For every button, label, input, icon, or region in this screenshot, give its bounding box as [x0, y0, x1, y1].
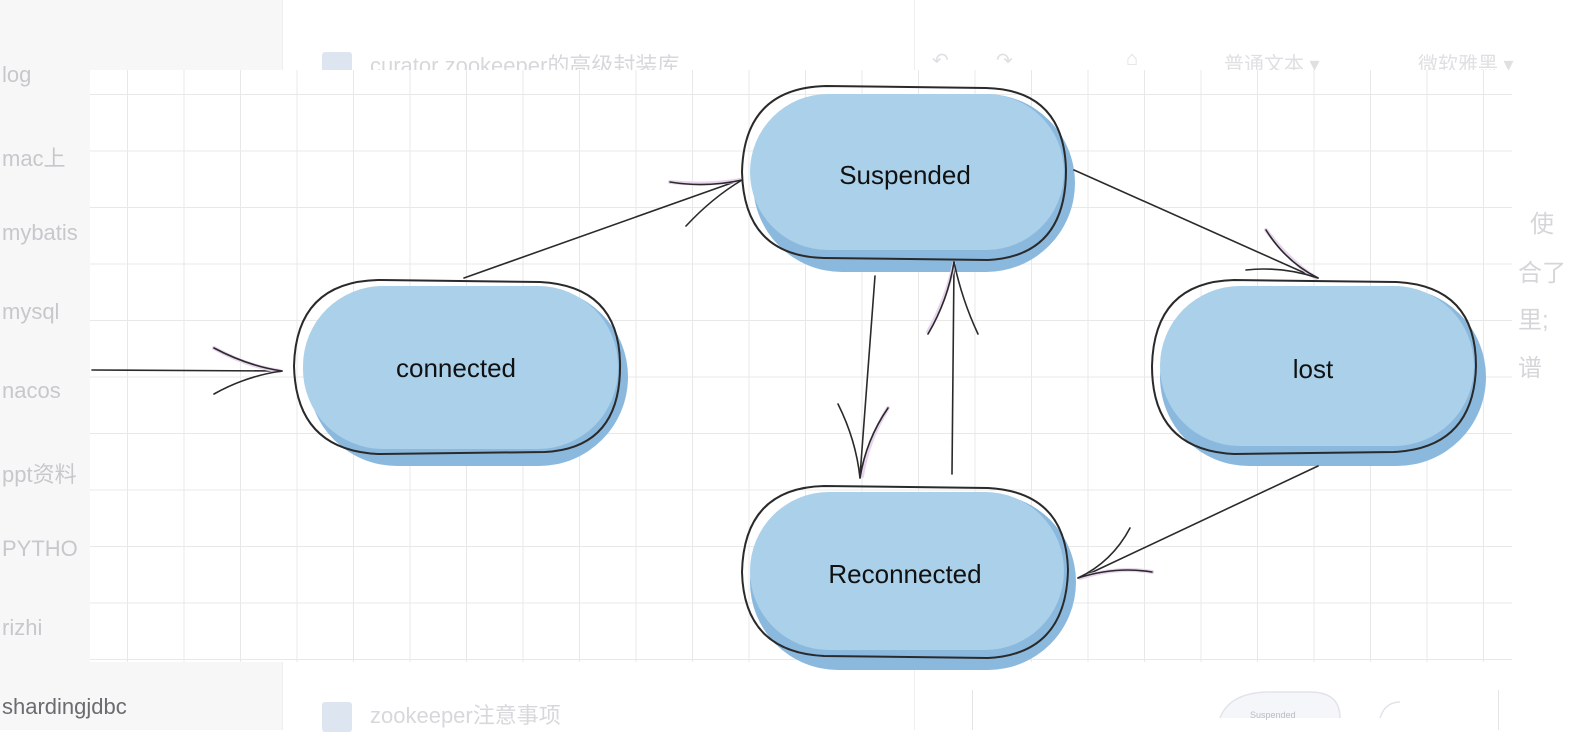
- node-suspended[interactable]: Suspended: [740, 84, 1075, 272]
- node-fill: [303, 286, 618, 449]
- document-icon: [322, 702, 352, 732]
- arrow-connected-to-suspended: [463, 178, 743, 279]
- arrow-suspended-to-reconnected: [837, 275, 890, 479]
- arrow-entry: [91, 346, 283, 395]
- node-label: connected: [396, 353, 516, 383]
- thumbnail-preview[interactable]: Suspended: [1200, 688, 1420, 730]
- node-outline: [740, 484, 1070, 660]
- node-outline: [292, 278, 622, 456]
- sidebar-item[interactable]: shardingjdbc: [2, 694, 127, 719]
- node-fill: [750, 94, 1064, 250]
- undo-icon[interactable]: ↶: [932, 50, 949, 72]
- format-painter-icon[interactable]: ⌂: [1126, 48, 1139, 70]
- side-text: 里;: [1518, 307, 1549, 334]
- node-outline: [1150, 278, 1478, 456]
- node-fill: [750, 492, 1064, 650]
- sidebar-item[interactable]: nacos: [2, 378, 61, 403]
- divider: [1498, 690, 1499, 730]
- sidebar-item[interactable]: ppt资料: [2, 462, 77, 487]
- sidebar-item[interactable]: log: [2, 62, 32, 87]
- sidebar-item[interactable]: PYTHO: [2, 536, 78, 561]
- redo-icon[interactable]: ↷: [996, 50, 1013, 72]
- node-lost[interactable]: lost: [1150, 278, 1486, 466]
- node-reconnected[interactable]: Reconnected: [740, 484, 1076, 670]
- document-item[interactable]: zookeeper注意事项: [322, 698, 561, 732]
- node-label: Reconnected: [828, 559, 981, 589]
- node-fill: [1160, 286, 1474, 446]
- thumbnail-label: Suspended: [1250, 710, 1296, 720]
- node-connected[interactable]: connected: [292, 278, 628, 466]
- side-text: 合了: [1518, 260, 1566, 287]
- side-text: 谱: [1518, 355, 1542, 382]
- arrow-suspended-to-lost: [1073, 169, 1319, 280]
- sidebar-item[interactable]: mybatis: [2, 220, 78, 245]
- node-outline: [740, 84, 1068, 262]
- sidebar-item[interactable]: mac上: [2, 146, 66, 171]
- sidebar-item[interactable]: rizhi: [2, 615, 43, 640]
- arrow-reconnected-to-suspended: [926, 261, 979, 475]
- node-label: lost: [1293, 354, 1334, 384]
- document-title: zookeeper注意事项: [370, 703, 561, 728]
- side-text: 使: [1530, 211, 1554, 238]
- sidebar-item[interactable]: mysql: [2, 299, 60, 324]
- node-label: Suspended: [839, 160, 971, 190]
- divider: [972, 690, 973, 730]
- arrow-lost-to-reconnected: [1077, 465, 1319, 580]
